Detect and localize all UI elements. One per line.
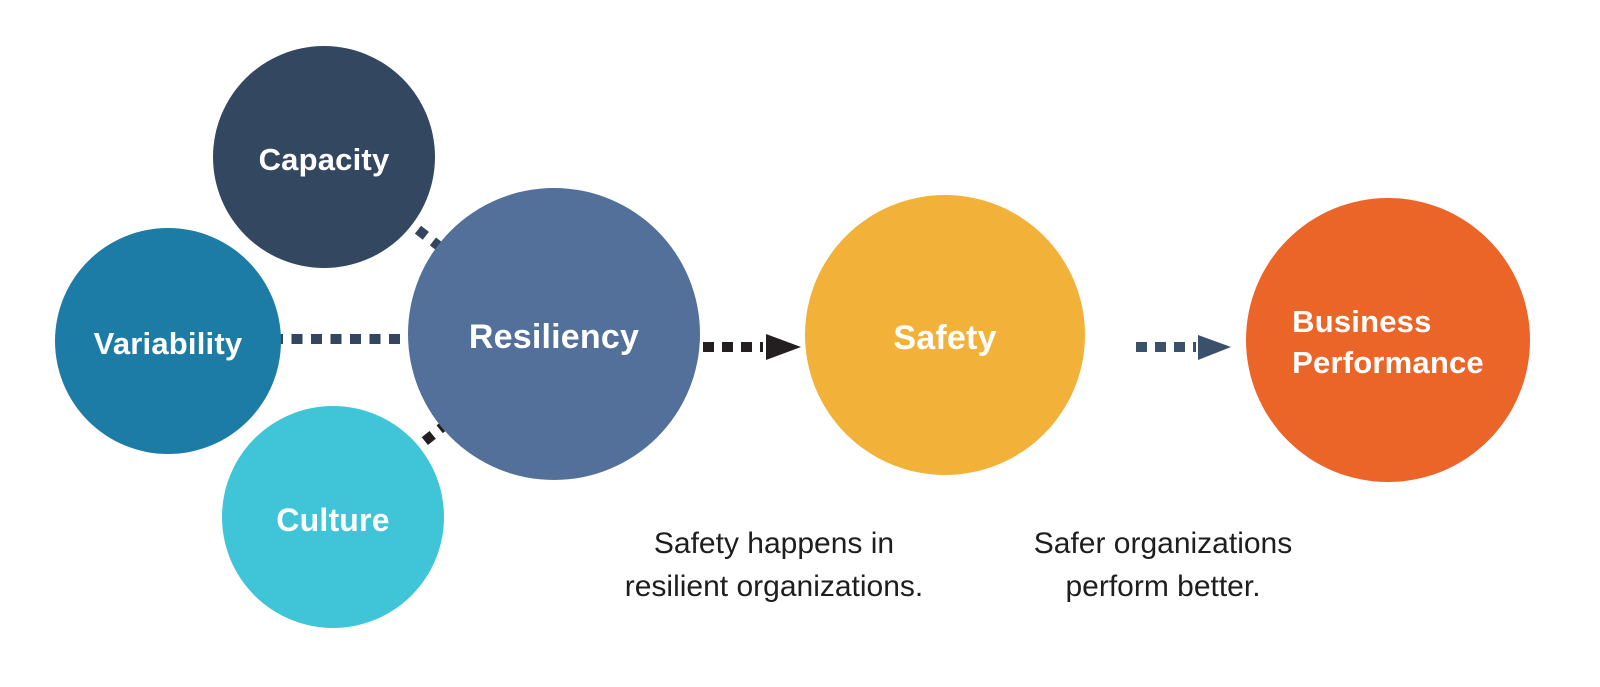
node-business-performance: Business Performance xyxy=(1246,198,1530,482)
node-label: Resiliency xyxy=(468,317,640,356)
caption-safety-performance: Safer organizations perform better. xyxy=(953,522,1373,608)
arrowhead-icon xyxy=(1198,335,1231,360)
connector-resiliency-safety xyxy=(703,334,801,360)
node-resiliency: Resiliency xyxy=(408,188,700,480)
node-label: Capacity xyxy=(258,142,390,177)
caption-line1: Safer organizations xyxy=(1033,527,1293,560)
node-label: Business Performance xyxy=(1292,297,1484,383)
node-label: Variability xyxy=(93,326,243,361)
node-label-line1: Business xyxy=(1292,304,1432,339)
node-culture: Culture xyxy=(222,406,444,628)
caption-resiliency-safety: Safety happens in resilient organization… xyxy=(564,522,984,608)
caption-line2: perform better. xyxy=(1065,570,1261,603)
node-capacity: Capacity xyxy=(213,46,435,268)
arrowhead-icon xyxy=(766,334,801,360)
node-label-line2: Performance xyxy=(1292,345,1484,380)
node-label: Culture xyxy=(276,501,390,538)
node-safety: Safety xyxy=(805,195,1085,475)
caption-line2: resilient organizations. xyxy=(624,570,924,603)
node-variability: Variability xyxy=(55,228,281,454)
caption-line1: Safety happens in xyxy=(653,527,895,560)
connector-safety-business-performance xyxy=(1136,335,1231,360)
node-label: Safety xyxy=(893,318,997,357)
